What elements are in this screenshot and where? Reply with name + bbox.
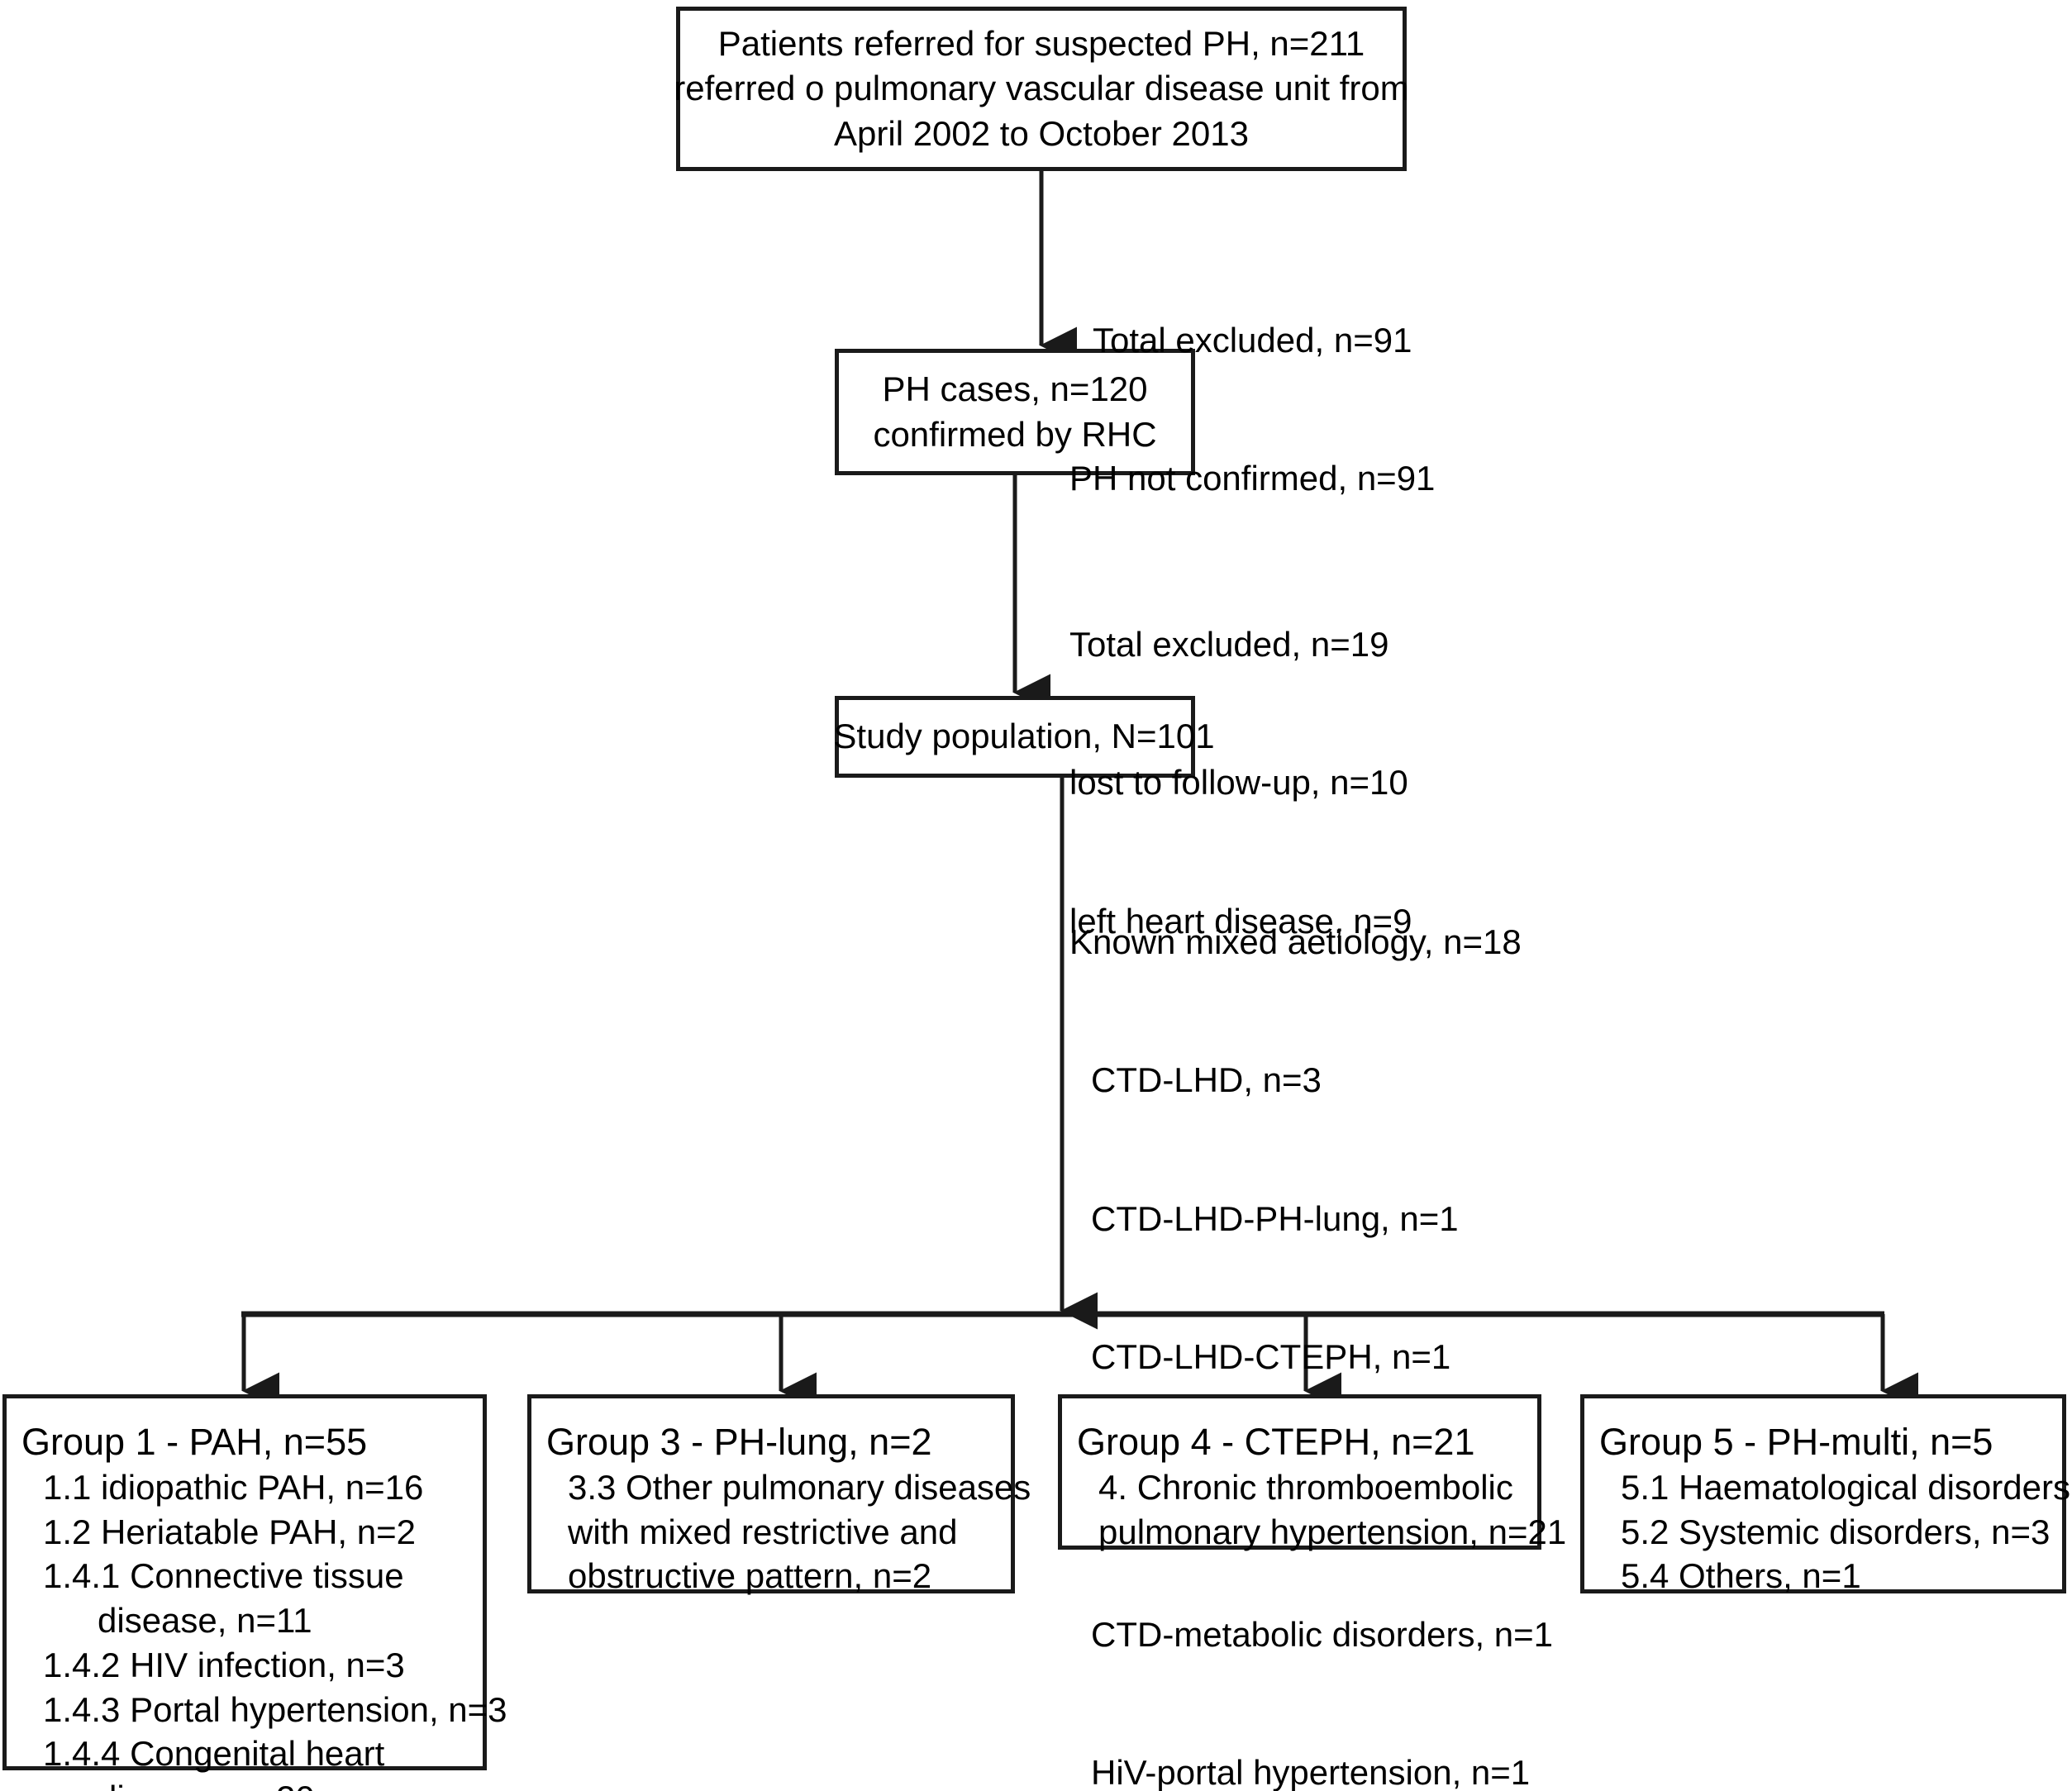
- exclusion-2-line-1: Total excluded, n=19: [1069, 624, 1389, 664]
- group-1-item: disease, n=20: [21, 1776, 483, 1791]
- group-1-item: 1.4.3 Portal hypertension, n=3: [43, 1689, 507, 1729]
- group-1-title: Group 1 - PAH, n=55: [21, 1421, 368, 1463]
- group-1-pah-box: Group 1 - PAH, n=55 1.1 idiopathic PAH, …: [2, 1394, 507, 1791]
- group-1-item: 1.4.1 Connective tissue: [43, 1556, 404, 1596]
- ph-cases-box: PH cases, n=120 confirmed by RHC: [835, 349, 1195, 475]
- group-1-item: 1.2 Heriatable PAH, n=2: [43, 1512, 416, 1551]
- exclusion-2-line-3: left heart disease, n=9: [1069, 901, 1412, 941]
- ph-cases-line-2: confirmed by RHC: [873, 414, 1157, 454]
- referred-line-3: April 2002 to October 2013: [834, 113, 1249, 153]
- referred-line-2: referred o pulmonary vascular disease un…: [674, 69, 1409, 108]
- exclusion-1-line-1: Total excluded, n=91: [1092, 320, 1412, 360]
- exclusion-annotation-2: Total excluded, n=19 lost to follow-up, …: [1069, 529, 1412, 1036]
- group-3-item: with mixed restrictive and: [568, 1512, 958, 1551]
- exclusion-2-line-2: lost to follow-up, n=10: [1069, 763, 1408, 803]
- referred-patients-box: Patients referred for suspected PH, n=21…: [674, 7, 1409, 171]
- group-1-item: 1.4.4 Congenital heart: [43, 1734, 385, 1774]
- group-4-item: 4. Chronic thromboembolic: [1098, 1467, 1513, 1507]
- mixed-aetiology-item: CTD-LHD-CTEPH, n=1: [1091, 1337, 1451, 1377]
- group-3-item: 3.3 Other pulmonary diseases: [568, 1467, 1031, 1507]
- group-5-title: Group 5 - PH-multi, n=5: [1599, 1421, 1993, 1463]
- group-5-item: 5.4 Others, n=1: [1621, 1556, 1861, 1596]
- study-population-box: Study population, N=101: [833, 696, 1215, 778]
- ph-cases-line-1: PH cases, n=120: [882, 369, 1148, 408]
- group-1-item: 1.4.2 HIV infection, n=3: [43, 1645, 405, 1684]
- group-1-item: 1.1 idiopathic PAH, n=16: [43, 1467, 424, 1507]
- mixed-aetiology-annotation: Known mixed aetiology, n=18 CTD-LHD, n=3…: [1069, 826, 1553, 1791]
- exclusion-annotation-1: Total excluded, n=91 PH not confirmed, n…: [1069, 225, 1435, 594]
- group-3-item: obstructive pattern, n=2: [568, 1556, 932, 1596]
- referred-line-1: Patients referred for suspected PH, n=21…: [717, 23, 1365, 63]
- mixed-aetiology-item: CTD-LHD, n=3: [1091, 1060, 1322, 1100]
- group-5-ph-multi-box: Group 5 - PH-multi, n=5 5.1 Haematologic…: [1580, 1394, 2072, 1595]
- group-1-item: disease, n=11: [98, 1601, 312, 1641]
- group-3-title: Group 3 - PH-lung, n=2: [546, 1421, 932, 1463]
- mixed-aetiology-heading: Known mixed aetiology, n=18: [1069, 922, 1522, 961]
- group-4-cteph-box: Group 4 - CTEPH, n=21 4. Chronic thrombo…: [1058, 1394, 1566, 1551]
- group-5-item: 5.2 Systemic disorders, n=3: [1621, 1512, 2051, 1551]
- group-4-title: Group 4 - CTEPH, n=21: [1077, 1421, 1475, 1463]
- group-4-item: pulmonary hypertension, n=21: [1098, 1512, 1567, 1551]
- study-population-line-1: Study population, N=101: [833, 717, 1215, 756]
- group-5-item: 5.1 Haematological disorders, n=1: [1621, 1467, 2072, 1507]
- mixed-aetiology-item: HiV-portal hypertension, n=1: [1091, 1753, 1531, 1791]
- exclusion-1-line-2: PH not confirmed, n=91: [1069, 459, 1436, 498]
- mixed-aetiology-item: CTD-metabolic disorders, n=1: [1091, 1614, 1554, 1654]
- mixed-aetiology-item: CTD-LHD-PH-lung, n=1: [1091, 1198, 1459, 1238]
- group-3-ph-lung-box: Group 3 - PH-lung, n=2 3.3 Other pulmona…: [527, 1394, 1031, 1595]
